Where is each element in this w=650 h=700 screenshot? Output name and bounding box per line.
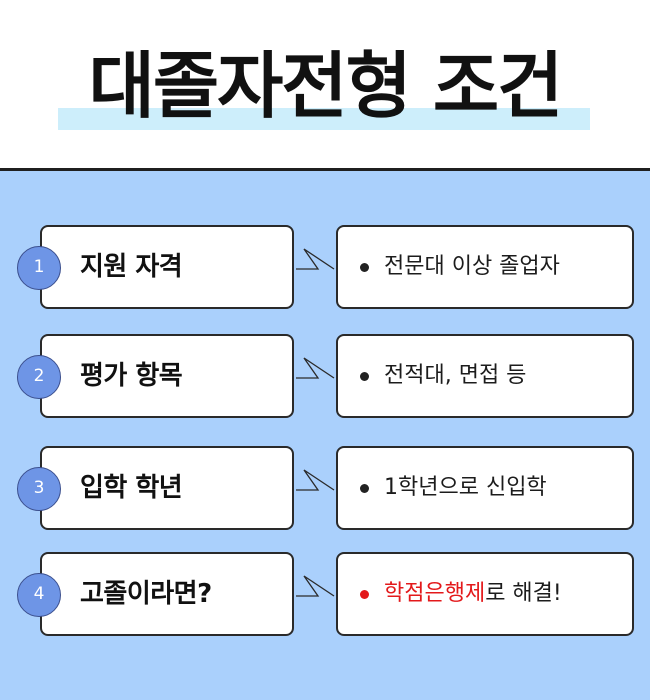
bullet-icon [360,263,369,272]
condition-label: 평가 항목 [80,361,183,391]
condition-label-box: 입학 학년 [40,446,294,530]
condition-detail: 1학년으로 신입학 [384,475,547,500]
page-title: 대졸자전형 조건 [88,44,564,128]
condition-detail: 전문대 이상 졸업자 [384,254,560,279]
condition-detail-box: 1학년으로 신입학 [336,446,634,530]
condition-detail: 학점은행제로 해결! [384,554,562,634]
number-badge: 4 [17,573,61,617]
condition-detail-box: 전적대, 면접 등 [336,334,634,418]
bullet-icon [360,484,369,493]
header: 대졸자전형 조건 [0,0,650,168]
arrow-connector-icon [296,248,335,270]
condition-label-box: 평가 항목 [40,334,294,418]
highlight-text: 학점은행제 [384,581,486,606]
arrow-connector-icon [296,575,335,597]
arrow-connector-icon [296,469,335,491]
number-badge: 3 [17,467,61,511]
title-highlight [58,108,590,130]
title-wrap: 대졸자전형 조건 [0,38,650,134]
condition-label-box: 고졸이라면? [40,552,294,636]
condition-row-2: 평가 항목 2 전적대, 면접 등 [0,334,650,418]
condition-row-3: 입학 학년 3 1학년으로 신입학 [0,446,650,530]
condition-label-box: 지원 자격 [40,225,294,309]
condition-detail-box: 학점은행제로 해결! [336,552,634,636]
condition-label: 입학 학년 [80,473,183,503]
condition-detail-box: 전문대 이상 졸업자 [336,225,634,309]
arrow-connector-icon [296,357,335,379]
detail-rest-text: 로 해결! [485,581,562,606]
condition-row-1: 지원 자격 1 전문대 이상 졸업자 [0,225,650,309]
bullet-icon [360,372,369,381]
condition-label: 고졸이라면? [80,579,212,609]
number-badge: 1 [17,246,61,290]
condition-detail: 전적대, 면접 등 [384,363,527,388]
condition-label: 지원 자격 [80,252,183,282]
condition-row-4: 고졸이라면? 4 학점은행제로 해결! [0,552,650,636]
bullet-icon [360,590,369,599]
number-badge: 2 [17,355,61,399]
divider [0,168,650,171]
